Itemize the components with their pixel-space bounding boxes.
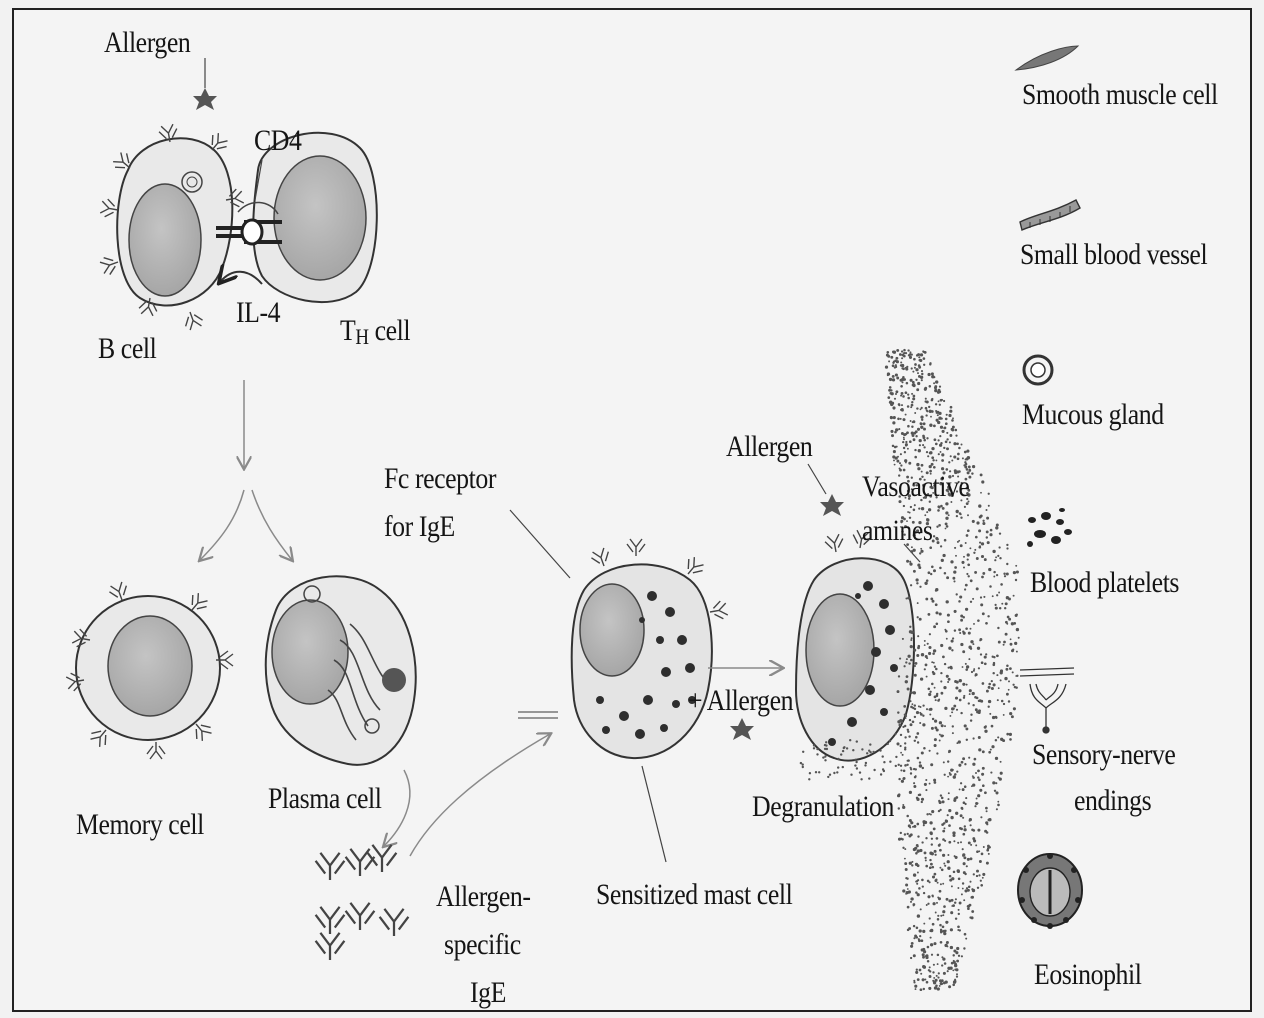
differentiation-arrows — [200, 380, 292, 560]
ige-secretion-arrows — [384, 734, 550, 856]
allergen-label-top: Allergen — [104, 26, 190, 59]
legend-label-sensory-nerve-endings-line-1: Sensory-nerve — [1032, 738, 1175, 771]
fc-receptor-label-line-2: for IgE — [384, 510, 455, 543]
degranulation-label: Degranulation — [752, 790, 894, 823]
allergen-icon — [730, 718, 754, 740]
plasma-cell — [266, 576, 416, 765]
fc-receptor-label-line-1: Fc receptor — [384, 462, 496, 495]
memory-cell-label: Memory cell — [76, 808, 204, 841]
eosinophil-icon — [1018, 853, 1082, 929]
legend-label-mucous-gland: Mucous gland — [1022, 398, 1164, 431]
sensory-nerve-endings-icon — [1020, 668, 1074, 733]
blood-platelets-icon — [1027, 508, 1072, 547]
vasoactive-amines-label-line-2: amines — [862, 514, 933, 547]
memory-cell — [66, 581, 233, 759]
vasoactive-amines-label-line-1: Vasoactive — [862, 470, 969, 503]
b-cell-label: B cell — [98, 332, 156, 365]
cd4-label: CD4 — [254, 124, 301, 157]
small-blood-vessel-icon — [1020, 200, 1080, 230]
th-cell — [253, 133, 377, 302]
plasma-cell-label: Plasma cell — [268, 782, 381, 815]
th-cell-label: TH cell — [340, 314, 410, 353]
allergen-specific-ige-label-line-2: specific — [444, 928, 521, 961]
legend-label-smooth-muscle-cell: Smooth muscle cell — [1022, 78, 1218, 111]
allergen-label-mid: Allergen — [726, 430, 812, 463]
sensitized-mast-cell-label: Sensitized mast cell — [596, 878, 792, 911]
smooth-muscle-cell-icon — [1016, 46, 1078, 70]
ige-antibodies — [316, 845, 409, 960]
allergen-specific-ige-label-line-3: IgE — [470, 976, 506, 1009]
il4-label: IL-4 — [236, 296, 280, 329]
legend-label-eosinophil: Eosinophil — [1034, 958, 1142, 991]
legend-label-small-blood-vessel: Small blood vessel — [1020, 238, 1207, 271]
allergen-icon — [193, 88, 217, 110]
allergen-specific-ige-label-line-1: Allergen- — [436, 880, 531, 913]
legend-label-blood-platelets: Blood platelets — [1030, 566, 1179, 599]
legend-label-sensory-nerve-endings-line-2: endings — [1074, 784, 1151, 817]
plus-allergen-label: + Allergen — [688, 684, 793, 717]
mucous-gland-icon — [1024, 356, 1052, 384]
degranulating-mast-cell — [796, 464, 920, 761]
